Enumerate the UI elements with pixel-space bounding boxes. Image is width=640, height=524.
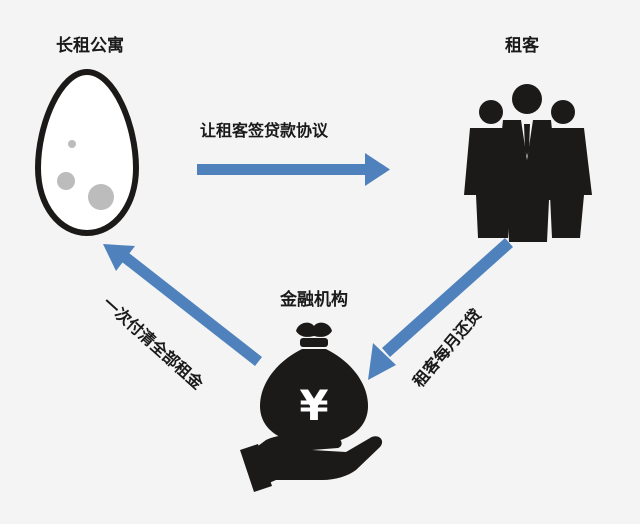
apartment-to-tenant-label: 让租客签贷款协议: [200, 121, 329, 140]
arrow-tenant-to-finance: [368, 238, 513, 380]
bag-symbol: ¥: [299, 381, 328, 430]
money-bag-hand-icon: [240, 322, 383, 492]
egg-icon: [34, 68, 140, 237]
apartment-label: 长租公寓: [56, 36, 124, 56]
people-group-icon: [464, 84, 592, 242]
arrow-finance-to-apartment: [103, 244, 262, 366]
finance-label: 金融机构: [280, 290, 348, 310]
tenant-label: 租客: [505, 36, 539, 56]
arrow-apartment-to-tenant: [197, 153, 390, 186]
